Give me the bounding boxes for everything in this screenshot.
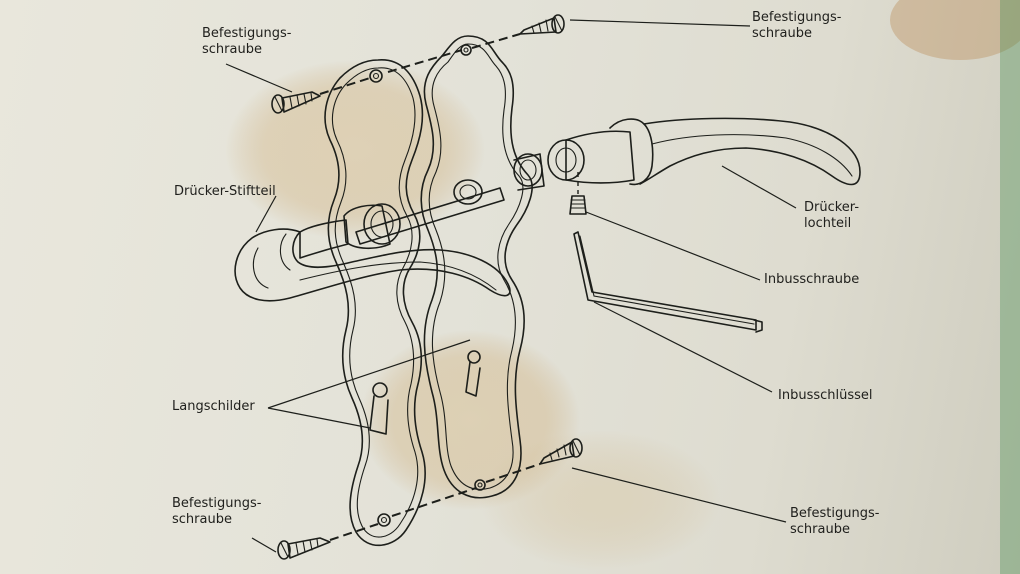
allen-key [573,231,763,333]
label-langschilder: Langschilder [172,399,255,414]
leader-lines [225,19,797,553]
screw-bottom-left [277,537,331,560]
label-druecker-lochteil: Drücker- lochteil [804,200,860,231]
alignment-lines [319,33,541,541]
left-handle [234,203,511,302]
right-handle [547,117,861,186]
label-inbusschraube: Inbusschraube [764,272,860,287]
label-befestigungsschraube-bottom-left: Befestigungs- schraube [172,496,262,527]
screw-top-left [271,91,321,114]
label-befestigungsschraube-top-left: Befestigungs- schraube [202,26,292,57]
spindle [355,179,505,245]
screw-bottom-right [539,438,583,465]
label-befestigungsschraube-top-right: Befestigungs- schraube [752,10,842,41]
screw-top-right [519,14,565,35]
water-stains [225,0,1020,574]
right-rose-ring [513,153,545,191]
label-befestigungsschraube-bottom-right: Befestigungs- schraube [790,506,880,537]
label-inbusschluessel: Inbusschlüssel [778,388,873,403]
label-druecker-stiftteil: Drücker-Stiftteil [174,184,276,199]
front-long-plate [324,59,426,547]
grub-screw [569,172,587,215]
